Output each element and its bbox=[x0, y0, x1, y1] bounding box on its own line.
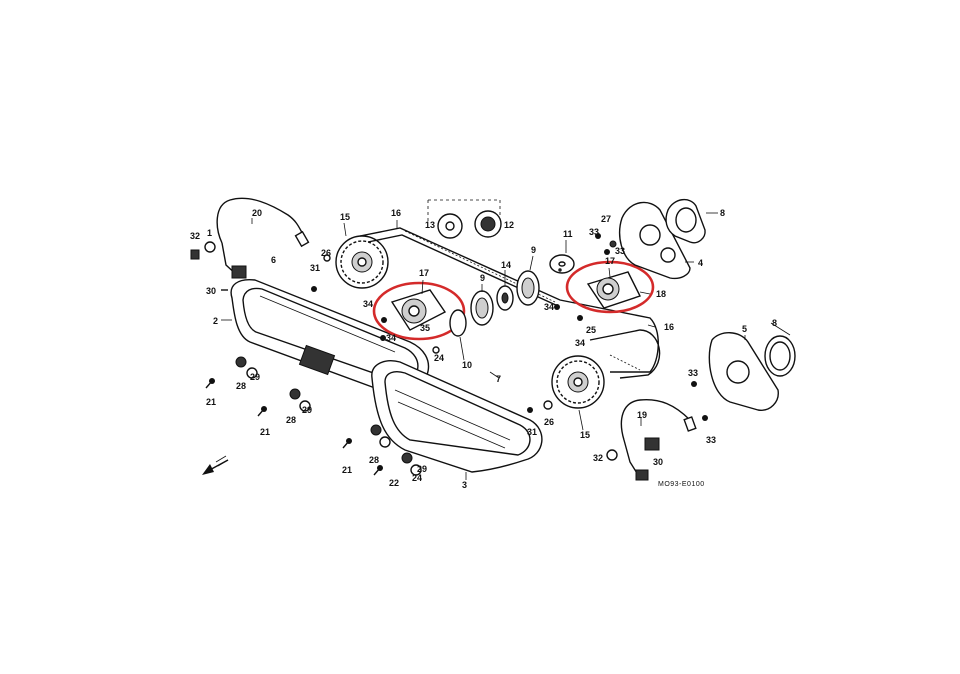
callout-26b: 26 bbox=[544, 417, 554, 427]
tensioner-right bbox=[565, 260, 655, 314]
callout-11: 11 bbox=[563, 229, 573, 239]
callout-34b: 34 bbox=[386, 333, 396, 343]
highlight-ring-right bbox=[565, 260, 655, 314]
callout-29c: 29 bbox=[417, 464, 427, 474]
callout-8a: 8 bbox=[720, 208, 725, 218]
callout-4: 4 bbox=[698, 258, 703, 268]
sensor-cable-left bbox=[190, 197, 310, 291]
callout-30b: 30 bbox=[653, 457, 663, 467]
callout-14: 14 bbox=[501, 260, 511, 270]
callout-33b: 33 bbox=[615, 246, 625, 256]
callout-20: 20 bbox=[252, 208, 262, 218]
callout-18: 18 bbox=[656, 289, 666, 299]
back-plate-5 bbox=[708, 332, 779, 411]
callout-35: 35 bbox=[420, 323, 430, 333]
callout-33d: 33 bbox=[706, 435, 716, 445]
gasket-8-right bbox=[764, 335, 796, 377]
callout-33a: 33 bbox=[589, 227, 599, 237]
leader-lines bbox=[221, 212, 791, 480]
callout-13: 13 bbox=[425, 220, 435, 230]
callout-24b: 24 bbox=[412, 473, 422, 483]
callout-labels: 1 2 3 4 5 6 7 8 8 9 9 10 11 12 13 14 15 … bbox=[190, 208, 777, 490]
callout-5: 5 bbox=[742, 324, 747, 334]
callout-8b: 8 bbox=[772, 318, 777, 328]
diagram-code: MO93-E0100 bbox=[658, 481, 705, 488]
back-plate-4 bbox=[618, 201, 691, 280]
callout-25: 25 bbox=[586, 325, 596, 335]
callout-32a: 32 bbox=[190, 231, 200, 241]
callout-21b: 21 bbox=[260, 427, 270, 437]
callout-7: 7 bbox=[496, 374, 501, 384]
cam-pulley-right bbox=[551, 355, 605, 409]
callout-12: 12 bbox=[504, 220, 514, 230]
callout-10: 10 bbox=[462, 360, 472, 370]
callout-28a: 28 bbox=[236, 381, 246, 391]
callout-21c: 21 bbox=[342, 465, 352, 475]
callout-17b: 17 bbox=[605, 256, 615, 266]
callout-16b: 16 bbox=[664, 322, 674, 332]
callout-31b: 31 bbox=[527, 427, 537, 437]
callout-32b: 32 bbox=[593, 453, 603, 463]
front-arrow-icon bbox=[202, 455, 229, 475]
callout-19: 19 bbox=[637, 410, 647, 420]
callout-6: 6 bbox=[271, 255, 276, 265]
callout-29a: 29 bbox=[250, 372, 260, 382]
callout-33c: 33 bbox=[688, 368, 698, 378]
callout-34c: 34 bbox=[544, 302, 554, 312]
callout-30a: 30 bbox=[206, 286, 216, 296]
detail-box bbox=[427, 199, 502, 239]
callout-34d: 34 bbox=[575, 338, 585, 348]
sensor-cable-right bbox=[606, 398, 697, 481]
callout-22: 22 bbox=[389, 478, 399, 488]
callout-24a: 24 bbox=[434, 353, 444, 363]
callout-26a: 26 bbox=[321, 248, 331, 258]
fasteners bbox=[205, 233, 708, 476]
callout-16a: 16 bbox=[391, 208, 401, 218]
callout-2: 2 bbox=[213, 316, 218, 326]
highlight-ring-left bbox=[372, 281, 466, 341]
callout-31a: 31 bbox=[310, 263, 320, 273]
callout-17a: 17 bbox=[419, 268, 429, 278]
timing-belt-18-lower bbox=[589, 329, 661, 379]
callout-27: 27 bbox=[601, 214, 611, 224]
cam-pulley-left bbox=[335, 235, 389, 289]
washer-11 bbox=[549, 254, 575, 274]
callout-3: 3 bbox=[462, 480, 467, 490]
callout-29b: 29 bbox=[302, 405, 312, 415]
tensioner-left bbox=[372, 281, 466, 341]
callout-28b: 28 bbox=[286, 415, 296, 425]
callout-21a: 21 bbox=[206, 397, 216, 407]
callout-15b: 15 bbox=[580, 430, 590, 440]
timing-belt-16-upper bbox=[359, 227, 659, 373]
callout-34a: 34 bbox=[363, 299, 373, 309]
callout-15a: 15 bbox=[340, 212, 350, 222]
callout-9a: 9 bbox=[480, 273, 485, 283]
outer-timing-cover bbox=[371, 360, 543, 473]
callout-28c: 28 bbox=[369, 455, 379, 465]
callout-1: 1 bbox=[207, 228, 212, 238]
gasket-8-top bbox=[665, 199, 706, 244]
callout-9b: 9 bbox=[531, 245, 536, 255]
